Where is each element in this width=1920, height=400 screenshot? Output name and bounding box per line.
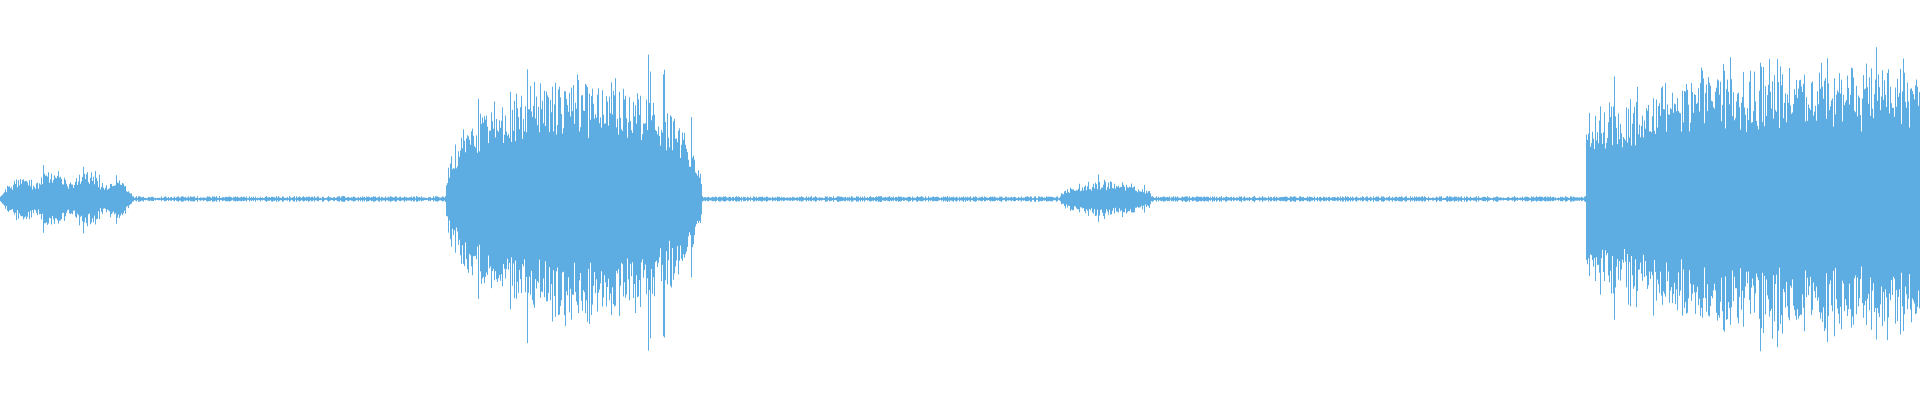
waveform-bars [0, 47, 1920, 352]
